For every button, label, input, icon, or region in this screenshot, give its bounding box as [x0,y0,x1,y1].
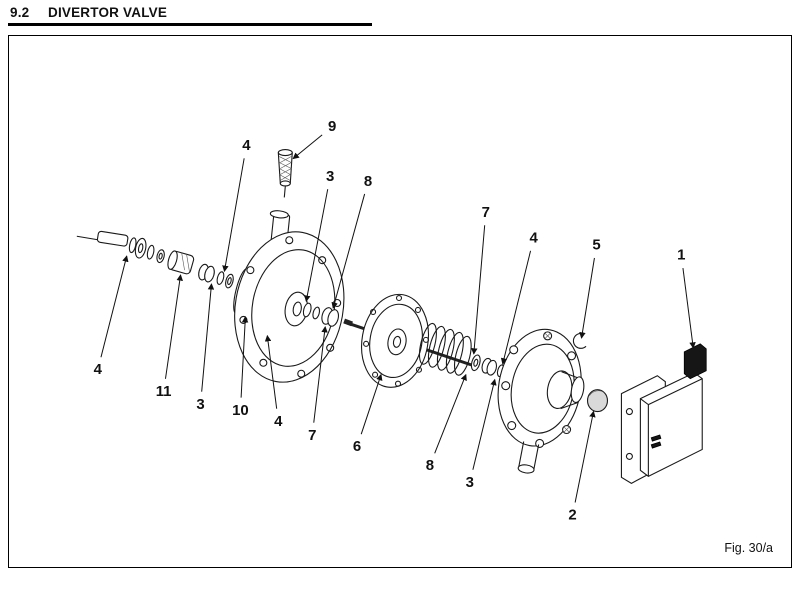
callout-label-3: 3 [326,168,334,185]
callouts-layer: 9 4 3 8 7 4 5 1 4 11 3 10 4 7 6 8 3 2 [94,118,696,524]
callout-leader-3 [472,378,497,470]
callout-label-3: 3 [466,474,474,491]
pilot-shaft [76,230,129,247]
callout-leader-3 [201,283,215,392]
callout-label-11: 11 [156,383,172,400]
callout-label-7: 7 [308,427,316,444]
callout-leader-7 [471,225,486,355]
callout-label-6: 6 [353,438,361,455]
fasteners-left [198,263,234,289]
figure-caption: Fig. 30/a [724,541,773,555]
callout-leader-3 [304,189,329,302]
callout-leader-2 [574,410,596,503]
cap-item-2 [586,389,609,413]
callout-leader-8 [331,193,366,309]
callout-label-4: 4 [94,361,103,378]
callout-label-8: 8 [426,457,434,474]
callout-label-2: 2 [568,507,576,524]
callout-leader-11 [164,274,183,379]
shaft-washer-stack [128,237,165,264]
retaining-clip-item-5 [572,332,587,349]
callout-leader-1 [682,267,696,349]
callout-label-4: 4 [274,413,283,430]
section-header: 9.2 DIVERTOR VALVE [10,5,167,20]
valve-body [234,210,345,383]
spring-coil [418,322,472,376]
callout-leader-4 [500,250,532,365]
header-rule [8,23,372,26]
callout-label-9: 9 [328,118,336,135]
callout-label-10: 10 [232,402,249,419]
figure-box: 9 4 3 8 7 4 5 1 4 11 3 10 4 7 6 8 3 2 Fig. 30/a [8,35,792,568]
callout-label-8: 8 [364,173,372,190]
callout-leader-4 [100,255,129,358]
callout-label-3: 3 [196,396,204,413]
callout-label-5: 5 [592,237,600,254]
valve-cover [497,328,585,474]
callout-leader-4 [222,158,245,273]
callout-leader-9 [292,134,323,160]
callout-leader-4 [264,334,278,409]
section-title: DIVERTOR VALVE [48,5,168,20]
callout-label-4: 4 [242,137,251,154]
callout-label-4: 4 [529,230,538,247]
callout-label-1: 1 [677,247,685,264]
bushing-item-11 [167,250,195,275]
callout-label-7: 7 [482,204,490,221]
fasteners-center [302,302,340,327]
microswitch-item-1 [620,343,707,484]
callout-leader-6 [360,373,383,435]
filter-screen-item-9 [277,149,293,198]
callout-leader-7 [313,325,328,423]
exploded-view-diagram: 9 4 3 8 7 4 5 1 4 11 3 10 4 7 6 8 3 2 [76,118,707,524]
callout-leader-8 [434,373,467,454]
callout-leader-10 [240,315,249,398]
section-number: 9.2 [10,5,30,20]
diaphragm-item-6 [361,293,429,388]
callout-leader-5 [579,257,595,339]
